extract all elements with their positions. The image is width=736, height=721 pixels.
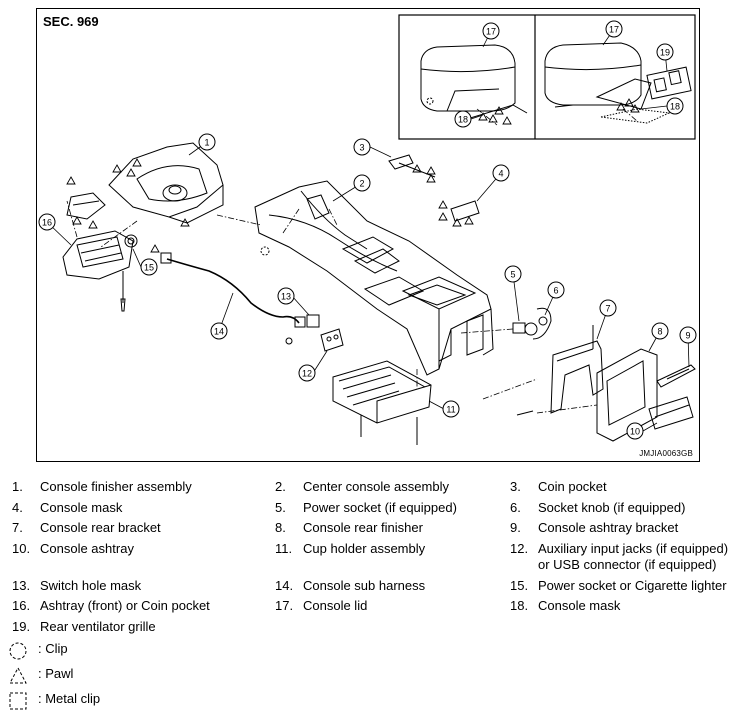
center-console: [254, 180, 492, 376]
callout-9: 9: [679, 326, 697, 368]
coin-pocket: [388, 154, 414, 170]
console-mask: [450, 200, 480, 222]
console-finisher: [108, 142, 224, 218]
section-label: SEC. 969: [43, 14, 99, 29]
figure-code: JMJIA0063GB: [639, 449, 693, 458]
svg-text:6: 6: [553, 286, 558, 296]
diagram-drawing: 1 2 3 4 5 6 7 8 9 10 11 12 13 14 15 16 1…: [38, 14, 697, 445]
power-socket: [512, 322, 526, 334]
svg-text:19: 19: [660, 48, 670, 58]
clip-icon: [9, 642, 27, 660]
svg-text:17: 17: [609, 25, 619, 35]
callout-17b: 17: [602, 20, 623, 46]
svg-text:10: 10: [630, 427, 640, 437]
svg-text:2: 2: [359, 179, 364, 189]
symbol-metal-clip: : Metal clip: [0, 691, 200, 711]
callout-5: 5: [504, 265, 522, 322]
callout-12: 12: [298, 350, 328, 382]
symbol-pawl: : Pawl: [0, 666, 200, 686]
svg-text:3: 3: [359, 143, 364, 153]
svg-text:17: 17: [486, 27, 496, 37]
callout-8: 8: [648, 322, 669, 352]
callout-4: 4: [476, 164, 510, 202]
callout-14: 14: [210, 292, 234, 340]
front-ashtray: [62, 230, 134, 280]
svg-text:12: 12: [302, 369, 312, 379]
svg-text:1: 1: [204, 138, 209, 148]
callout-15: 15: [132, 248, 158, 276]
svg-text:4: 4: [498, 169, 503, 179]
pawl-icon: [9, 666, 27, 684]
callout-11: 11: [428, 400, 460, 418]
inset-frame: [398, 14, 696, 140]
symbol-clip: : Clip: [0, 641, 200, 661]
svg-text:16: 16: [42, 218, 52, 228]
svg-text:18: 18: [458, 115, 468, 125]
cup-holder-assembly: [332, 360, 432, 424]
callout-2: 2: [332, 174, 371, 202]
console-sub-harness: [166, 258, 300, 324]
exploded-view-diagram: 1 2 3 4 5 6 7 8 9 10 11 12 13 14 15 16 1…: [36, 8, 700, 462]
svg-text:11: 11: [446, 405, 455, 415]
callout-6: 6: [544, 281, 565, 316]
callout-10: 10: [626, 422, 658, 440]
callout-3: 3: [353, 138, 392, 158]
console-rear-bracket: [550, 340, 604, 414]
svg-text:14: 14: [214, 327, 224, 337]
svg-text:7: 7: [605, 304, 610, 314]
svg-text:18: 18: [670, 102, 680, 112]
callout-1: 1: [188, 133, 216, 156]
callout-13: 13: [277, 287, 310, 316]
cup-holder-opening: [401, 276, 477, 310]
console-rear-finisher: [596, 348, 658, 442]
callout-17a: 17: [482, 22, 500, 48]
callout-19: 19: [656, 43, 674, 72]
console-lid-right: [544, 42, 642, 106]
svg-text:5: 5: [510, 270, 515, 280]
callout-18b: 18: [640, 97, 684, 115]
console-lid-left: [420, 44, 516, 112]
callout-18a: 18: [454, 110, 484, 128]
rear-ventilator-grille: [646, 66, 692, 100]
svg-text:15: 15: [144, 263, 154, 273]
ashtray-bracket: [656, 364, 696, 388]
svg-text:13: 13: [281, 292, 291, 302]
socket-knob: [538, 316, 548, 326]
aux-input-jacks: [320, 328, 344, 352]
metal-clip-icon: [9, 692, 27, 710]
callout-16: 16: [38, 213, 72, 246]
svg-text:9: 9: [685, 331, 690, 341]
console-ashtray: [648, 396, 694, 430]
svg-text:8: 8: [657, 327, 662, 337]
callout-7: 7: [596, 299, 617, 340]
